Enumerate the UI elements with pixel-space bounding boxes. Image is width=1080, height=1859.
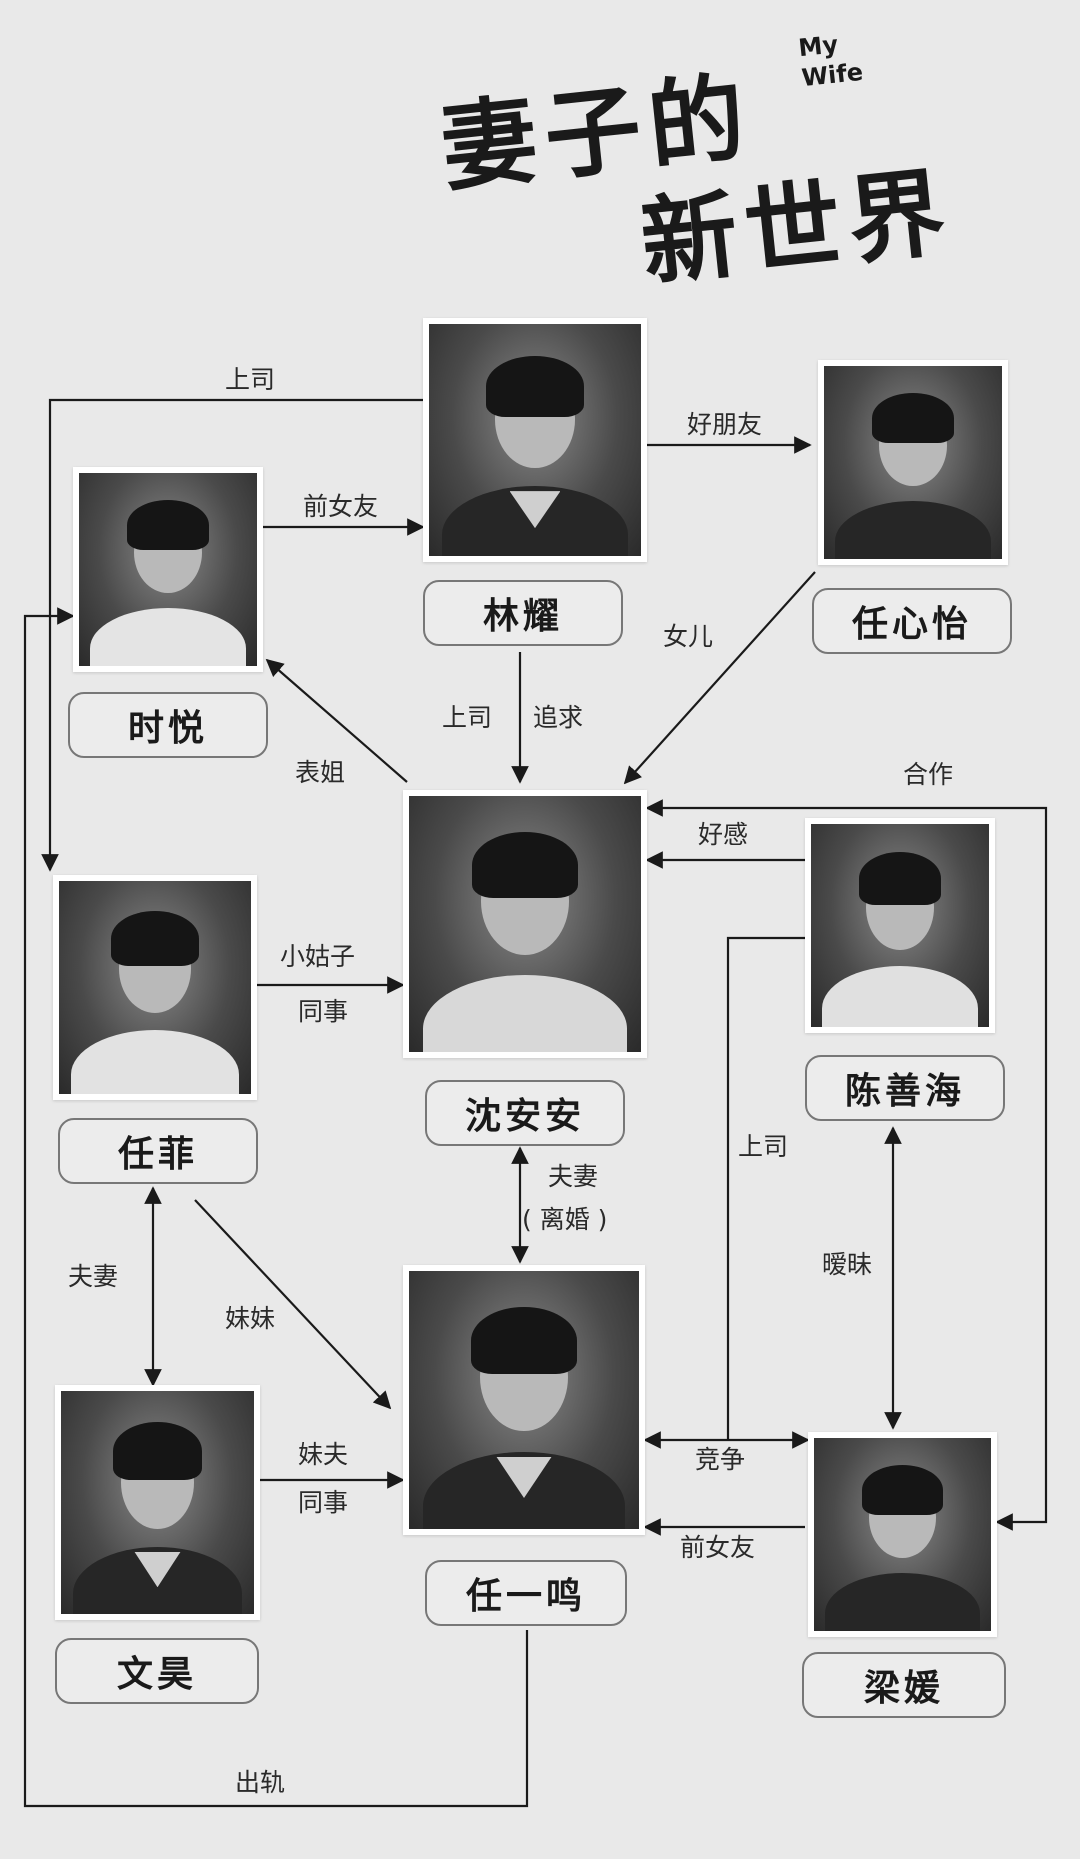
photo-renfei (53, 875, 257, 1100)
photo-renyiming (403, 1265, 645, 1535)
rel-chenshanhai-renyiming: 上司 (738, 1132, 789, 1161)
edge-liangyuan-shenanan (645, 799, 1048, 1531)
photo-liangyuan (808, 1432, 997, 1637)
name-wenhao: 文昊 (55, 1638, 259, 1704)
rel-renfei-shenanan-2: 同事 (298, 997, 349, 1026)
edge-renfei-renyiming (194, 1199, 392, 1410)
name-shenanan: 沈安安 (425, 1080, 625, 1146)
edge-renyiming-shiyue (23, 607, 529, 1808)
photo-shenanan (403, 790, 647, 1058)
name-renxinyi: 任心怡 (812, 588, 1012, 654)
name-chenshanhai: 陈善海 (805, 1055, 1005, 1121)
edge-chenshanhai-renyiming (726, 936, 805, 1440)
photo-linyao (423, 318, 647, 562)
rel-wenhao-renyiming-2: 同事 (298, 1488, 349, 1517)
rel-linyao-shenanan-1: 上司 (442, 703, 493, 732)
edge-linyao-renfei (41, 398, 425, 872)
rel-renfei-renyiming: 妹妹 (225, 1304, 276, 1333)
rel-shenanan-renyiming-1: 夫妻 (548, 1162, 599, 1191)
photo-renxinyi (818, 360, 1008, 565)
name-shiyue: 时悦 (68, 692, 268, 758)
rel-linyao-renfei: 上司 (225, 365, 276, 394)
rel-chenshanhai-shenanan: 好感 (698, 820, 749, 849)
rel-liangyuan-shenanan: 合作 (903, 760, 954, 789)
photo-wenhao (55, 1385, 260, 1620)
rel-liangyuan-renyiming: 前女友 (680, 1533, 756, 1562)
rel-renfei-wenhao: 夫妻 (68, 1262, 119, 1291)
rel-shenanan-shiyue: 表姐 (295, 758, 346, 787)
photo-shiyue (73, 467, 263, 672)
rel-shenanan-renyiming-2: ( 离婚 ) (522, 1205, 608, 1234)
rel-renfei-shenanan-1: 小姑子 (280, 942, 356, 971)
rel-wenhao-renyiming-1: 妹夫 (298, 1440, 349, 1469)
photo-chenshanhai (805, 818, 995, 1033)
edge-shenanan-shiyue (265, 658, 408, 783)
name-renfei: 任菲 (58, 1118, 258, 1184)
rel-linyao-shenanan-2: 追求 (533, 703, 584, 732)
rel-linyao-renxinyi: 好朋友 (687, 410, 763, 439)
rel-renxinyi-shenanan: 女儿 (663, 622, 714, 651)
edge-renxinyi-shenanan (623, 571, 816, 785)
rel-renyiming-shiyue: 出轨 (235, 1768, 286, 1797)
name-linyao: 林耀 (423, 580, 623, 646)
rel-chenshanhai-liangyuan: 暧昧 (822, 1250, 873, 1279)
rel-renyiming-liangyuan: 竞争 (695, 1445, 746, 1474)
name-renyiming: 任一鸣 (425, 1560, 627, 1626)
name-liangyuan: 梁媛 (802, 1652, 1006, 1718)
rel-shiyue-linyao: 前女友 (303, 492, 379, 521)
